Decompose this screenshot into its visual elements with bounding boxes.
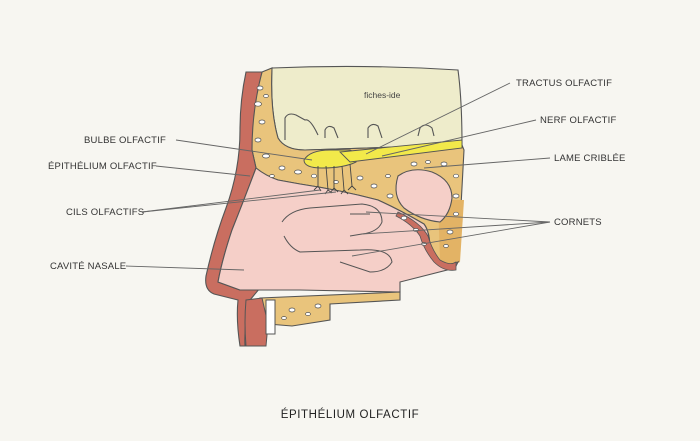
label-cils-olfactifs: CILS OLFACTIFS	[66, 207, 144, 218]
brain-folds	[284, 113, 435, 140]
palate-pores	[281, 303, 322, 320]
leader-tractus	[365, 82, 511, 155]
leader-cornets-2	[361, 221, 551, 235]
tooth	[265, 299, 276, 335]
label-tractus-olfactif: TRACTUS OLFACTIF	[516, 78, 612, 89]
sinus-cell	[395, 169, 453, 223]
leader-bulbe	[175, 139, 313, 161]
label-cornets: CORNETS	[554, 217, 602, 228]
bone-pores	[254, 85, 460, 248]
leader-lame	[423, 157, 551, 169]
label-lame-criblee: LAME CRIBLÉE	[554, 153, 626, 164]
label-cavite-nasale: CAVITÉ NASALE	[50, 261, 126, 272]
leader-cils-2	[141, 191, 337, 213]
palate	[259, 291, 401, 327]
olfactory-nerve-fibers	[313, 163, 357, 195]
cavity-lining	[395, 211, 457, 271]
leader-cavite	[125, 265, 245, 271]
leader-cornets-1	[365, 211, 551, 223]
brain-region	[271, 65, 463, 151]
turbinate-lines	[281, 203, 393, 273]
olfactory-tract	[339, 139, 463, 163]
leader-cils-1	[141, 189, 321, 213]
leader-nerf	[381, 119, 537, 157]
label-bulbe-olfactif: BULBE OLFACTIF	[84, 135, 166, 146]
label-epithelium-olfactif: ÉPITHÉLIUM OLFACTIF	[48, 161, 157, 172]
leader-cornets-3	[351, 221, 551, 257]
leader-epithelium	[155, 165, 251, 177]
diagram-title: ÉPITHÉLIUM OLFACTIF	[281, 408, 420, 421]
watermark: fiches-ide	[364, 90, 401, 100]
label-nerf-olfactif: NERF OLFACTIF	[540, 115, 617, 126]
